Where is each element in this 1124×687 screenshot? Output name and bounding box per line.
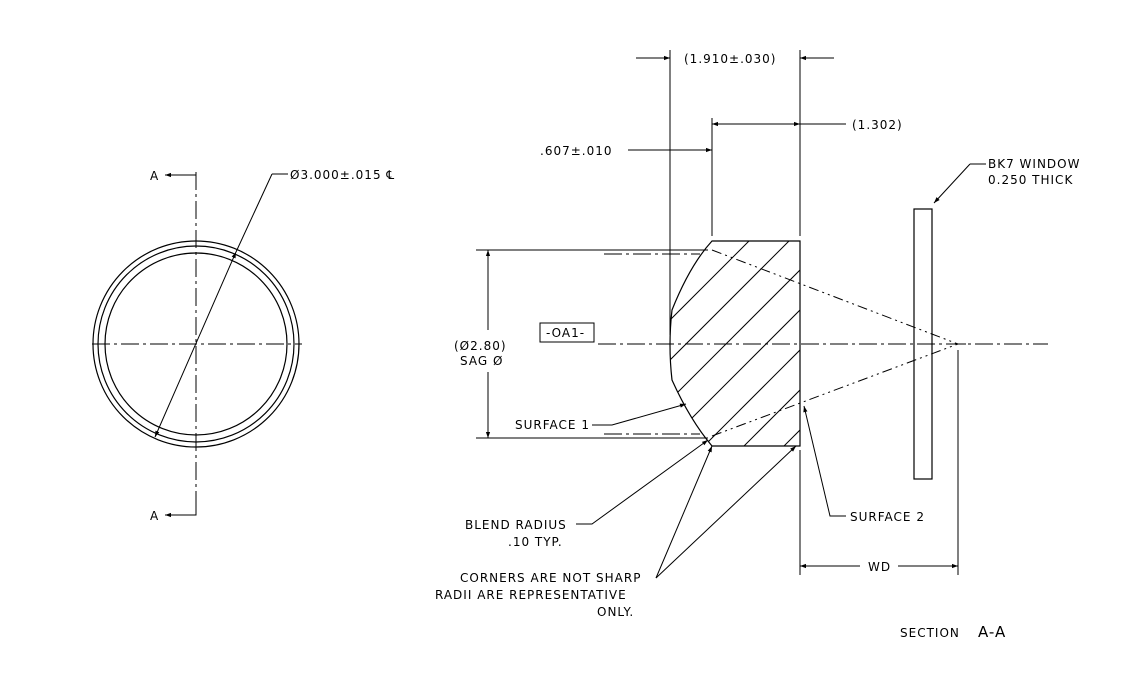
blend-radius-leader bbox=[576, 439, 709, 525]
wd-label: WD bbox=[868, 560, 891, 574]
section-arrow-bottom bbox=[165, 498, 197, 518]
bk7-window bbox=[913, 208, 933, 480]
front-view: A A Ø3.000±.015 ℄ bbox=[92, 168, 395, 523]
section-id: A-A bbox=[978, 623, 1006, 641]
section-marker-top: A bbox=[150, 169, 159, 183]
corners-leader-2 bbox=[655, 445, 797, 579]
dim-overall: (1.910±.030) bbox=[684, 52, 777, 66]
sag-diameter: (Ø2.80) bbox=[454, 339, 507, 353]
dim-left: .607±.010 bbox=[540, 144, 613, 158]
section-hatch bbox=[670, 241, 800, 446]
surface1-label: SURFACE 1 bbox=[515, 418, 590, 432]
corners-leader-1 bbox=[655, 445, 713, 579]
corners-line3: ONLY. bbox=[597, 605, 634, 619]
corners-line1: CORNERS ARE NOT SHARP bbox=[460, 571, 641, 585]
section-view: (1.910±.030) (1.302) .607±.010 (Ø2.80) S… bbox=[435, 50, 1080, 641]
surface2-leader bbox=[803, 405, 846, 517]
blend-radius-line2: .10 TYP. bbox=[508, 535, 563, 549]
diameter-label: Ø3.000±.015 ℄ bbox=[290, 168, 395, 182]
ray-lower bbox=[711, 343, 959, 437]
datum-box bbox=[539, 322, 595, 343]
window-label-line1: BK7 WINDOW bbox=[988, 157, 1080, 171]
surface2-label: SURFACE 2 bbox=[850, 510, 925, 524]
section-arrow-top bbox=[165, 172, 197, 190]
dim-right: (1.302) bbox=[852, 118, 903, 132]
sag-label: SAG Ø bbox=[460, 354, 503, 368]
section-title: SECTION bbox=[900, 626, 960, 640]
blend-radius-line1: BLEND RADIUS bbox=[465, 518, 567, 532]
corners-line2: RADII ARE REPRESENTATIVE bbox=[435, 588, 627, 602]
surface1-leader bbox=[592, 403, 687, 426]
section-marker-bottom: A bbox=[150, 509, 159, 523]
window-label-line2: 0.250 THICK bbox=[988, 173, 1073, 187]
diameter-leader-ext bbox=[235, 173, 273, 253]
diameter-leader bbox=[154, 251, 237, 438]
window-leader bbox=[933, 163, 971, 204]
lens-outline bbox=[669, 240, 801, 447]
datum-label: -OA1- bbox=[546, 326, 585, 340]
ray-upper bbox=[711, 249, 959, 345]
